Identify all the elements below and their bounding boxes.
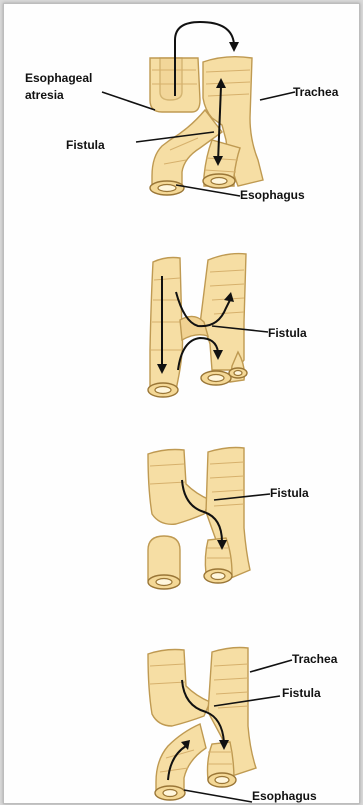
panel-3-illustration xyxy=(0,440,363,610)
label-esophageal-atresia: Esophageal atresia xyxy=(25,70,92,104)
panel-2-illustration xyxy=(0,240,363,420)
label-esophagus: Esophagus xyxy=(252,789,317,803)
label-fistula: Fistula xyxy=(270,486,309,500)
panel-2: Fistula xyxy=(0,240,363,420)
panel-1-illustration xyxy=(0,0,363,210)
label-trachea: Trachea xyxy=(292,652,337,666)
label-fistula: Fistula xyxy=(282,686,321,700)
label-esophagus: Esophagus xyxy=(240,188,305,202)
label-trachea: Trachea xyxy=(293,85,338,99)
panel-3: Fistula xyxy=(0,440,363,610)
panel-1: Esophageal atresia Trachea Fistula Esoph… xyxy=(0,0,363,210)
label-fistula: Fistula xyxy=(268,326,307,340)
panel-4: Trachea Fistula Esophagus xyxy=(0,640,363,805)
label-fistula: Fistula xyxy=(66,138,105,152)
